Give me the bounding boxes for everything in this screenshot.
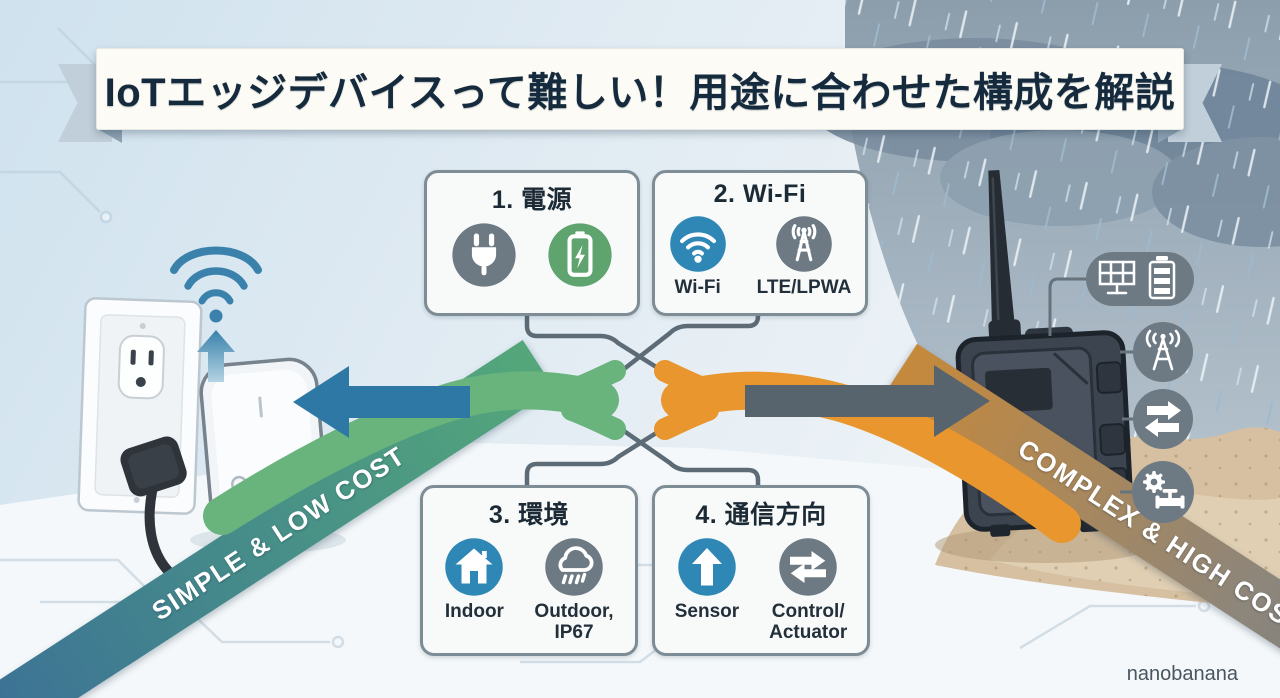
decision-box-connectivity: 2. Wi-Fi Wi-Fi [652,170,868,316]
option-battery [547,222,613,293]
option-control-actuator: Control/ Actuator [769,537,847,644]
box-title: 4. 通信方向 [695,501,827,529]
power-plug-icon [452,223,516,287]
option-label: Indoor [444,601,504,622]
swap-arrows-icon [1133,389,1193,449]
option-label: Wi-Fi [674,277,721,298]
option-sensor: Sensor [675,537,739,644]
decision-box-comm-direction: 4. 通信方向 Sensor Control/ Actuator [652,485,870,656]
option-wifi: Wi-Fi [669,215,727,299]
decision-connectors [524,307,761,488]
option-indoor: Indoor [444,537,504,644]
box-title: 3. 環境 [488,501,570,529]
decision-box-power: 1. 電源 [424,170,640,316]
option-label: Sensor [674,601,740,622]
option-outdoor: Outdoor, IP67 [534,537,614,644]
gear-valve-icon [1132,461,1194,523]
solar-battery-icon [1086,252,1194,306]
up-arrow-icon [678,538,736,596]
option-label: Control/ Actuator [769,601,848,643]
house-icon [445,538,504,596]
rain-cloud-icon [545,538,603,596]
option-ac-power [451,222,517,293]
box-title: 1. 電源 [491,186,573,214]
option-label: LTE/LPWA [756,277,852,298]
box-options: Sensor Control/ Actuator [675,537,847,644]
swap-arrows-icon [779,538,837,596]
cell-tower-icon [776,216,832,272]
cell-tower-icon [1133,322,1193,382]
decision-box-environment: 3. 環境 Indoor [420,485,638,656]
box-options: Indoor Outdoor, IP67 [444,537,614,644]
power-plug [120,436,187,497]
box-options [451,222,613,293]
box-title: 2. Wi-Fi [713,180,807,208]
box-options: Wi-Fi LTE/LPWA [669,215,852,299]
watermark: nanobanana [1126,663,1238,685]
up-arrow-icon [197,330,235,382]
simple-direction-arrow [293,366,470,438]
battery-icon [548,223,612,287]
complex-direction-arrow [745,365,990,437]
option-lte-lpwa: LTE/LPWA [756,215,852,299]
wifi-icon [669,216,726,272]
wifi-signal-icon [170,246,262,323]
option-label: Outdoor, IP67 [534,601,614,643]
